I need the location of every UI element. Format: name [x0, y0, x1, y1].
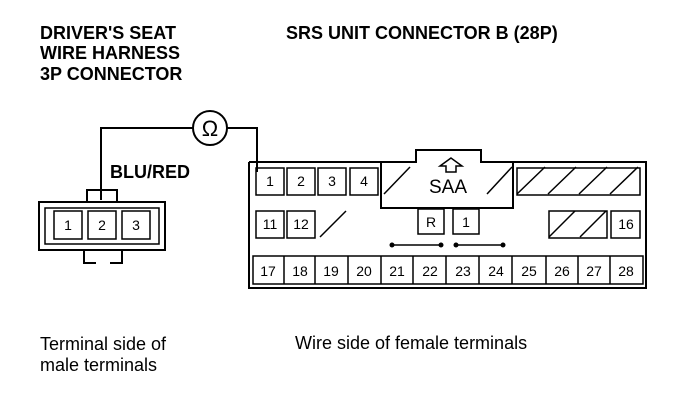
- box-1-label: 1: [462, 214, 470, 230]
- wire-color-label: BLU/RED: [110, 162, 190, 182]
- pin-20: 20: [356, 263, 372, 279]
- cavity-r2-16: [610, 210, 641, 239]
- saa-label: SAA: [429, 177, 467, 198]
- connector-foot-right: [110, 250, 123, 264]
- left-caption-line-2: male terminals: [40, 355, 157, 375]
- left-pin-3: 3: [132, 217, 140, 233]
- blank-r2-14: [548, 210, 576, 238]
- left-caption-line-1: Terminal side of: [40, 334, 167, 354]
- blank-r2-13: [319, 210, 347, 238]
- cavity-3: [121, 210, 151, 240]
- lead-wire-right: [227, 127, 258, 172]
- pin-25: 25: [521, 263, 537, 279]
- blank-r1-c: [547, 166, 577, 195]
- blank-r1-d: [578, 166, 608, 195]
- left-3p-connector: BLU/RED 1 2 3: [38, 162, 190, 264]
- cavity-r2-11: [255, 210, 285, 239]
- blank-r1-a: [486, 166, 513, 195]
- pin-12: 12: [293, 216, 309, 232]
- shorting-bar-1-end-a: [389, 242, 395, 248]
- shorting-bar-2-end-b: [500, 242, 506, 248]
- pin-24: 24: [488, 263, 504, 279]
- connector-shell: [44, 207, 160, 245]
- pin-3: 3: [328, 173, 336, 189]
- pin-19: 19: [323, 263, 339, 279]
- pin-1: 1: [266, 173, 274, 189]
- center-key-block: [380, 162, 514, 209]
- connector-foot-left: [83, 250, 96, 264]
- pin-17: 17: [260, 263, 276, 279]
- pin-11: 11: [263, 216, 278, 232]
- box-1: [452, 208, 480, 235]
- blank-r1-5: [383, 166, 411, 195]
- row-3-pins: 17 18 19 20 21 22 23 24 25 26 27 28: [252, 255, 644, 285]
- shorting-bar-2-end-a: [453, 242, 459, 248]
- left-pin-2: 2: [98, 217, 106, 233]
- blank-r1-b: [516, 166, 546, 195]
- connector-housing: [38, 201, 166, 251]
- lead-wire-left: [100, 127, 193, 200]
- cavity-r2-12: [286, 210, 316, 239]
- left-title-line-3: 3P CONNECTOR: [40, 64, 182, 84]
- left-title-line-2: WIRE HARNESS: [40, 43, 180, 63]
- pin-4: 4: [360, 173, 368, 189]
- pin-23: 23: [455, 263, 471, 279]
- left-pin-1: 1: [64, 217, 72, 233]
- cavity-2: [87, 210, 117, 240]
- pin-2: 2: [297, 173, 305, 189]
- pin-28: 28: [618, 263, 634, 279]
- connector-outline: [248, 149, 647, 289]
- cavity-r1-2: [286, 167, 316, 196]
- box-r-label: R: [426, 214, 436, 230]
- pin-27: 27: [586, 263, 602, 279]
- pin-26: 26: [554, 263, 570, 279]
- cavity-r1-right-group: [516, 167, 641, 196]
- left-title-line-1: DRIVER'S SEAT: [40, 23, 176, 43]
- right-caption: Wire side of female terminals: [295, 333, 527, 353]
- box-r: [417, 208, 445, 235]
- row-3-frame: [252, 255, 644, 285]
- cavity-r1-4: [349, 167, 379, 196]
- blank-r2-15: [579, 210, 607, 238]
- pin-18: 18: [292, 263, 308, 279]
- pin-16: 16: [618, 216, 634, 232]
- shorting-bar-1-end-b: [438, 242, 444, 248]
- right-title: SRS UNIT CONNECTOR B (28P): [286, 23, 558, 43]
- srs-28p-connector: 1 2 3 4 SAA 11 12 R 1 16: [248, 149, 647, 289]
- cavity-r2-14-15: [548, 210, 608, 239]
- cavity-1: [53, 210, 83, 240]
- pin-21: 21: [389, 263, 405, 279]
- blank-r1-e: [609, 166, 639, 195]
- cavity-r1-3: [317, 167, 347, 196]
- pin-22: 22: [422, 263, 438, 279]
- cavity-r1-1: [255, 167, 285, 196]
- up-arrow-icon: [437, 157, 465, 173]
- ohm-symbol: Ω: [202, 116, 218, 141]
